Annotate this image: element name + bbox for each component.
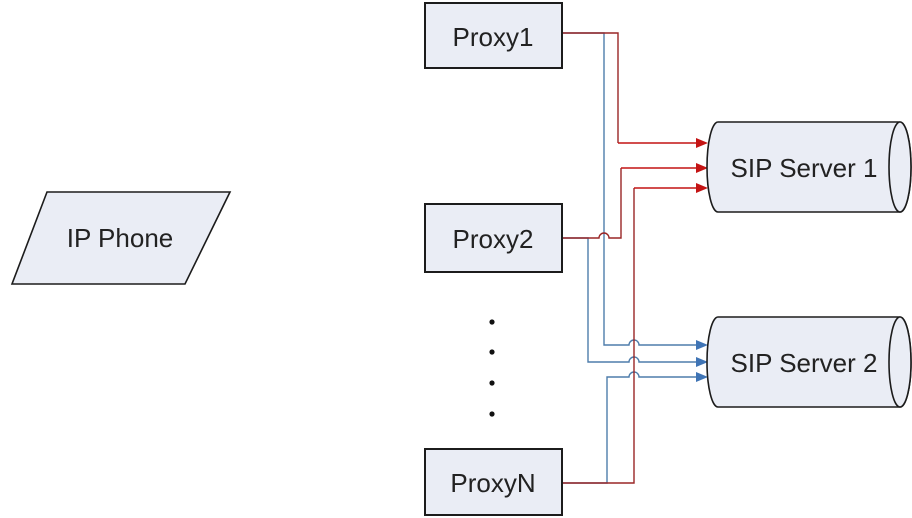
ip-phone-label: IP Phone	[67, 223, 174, 253]
server2-end-cap	[888, 316, 912, 408]
proxy1-shape	[424, 2, 563, 69]
connector-proxy1-server1	[562, 32, 619, 143]
ellipsis-dot	[489, 349, 495, 355]
ellipsis-dot	[489, 411, 495, 417]
ellipsis-dot	[489, 380, 495, 386]
blue-connectors	[562, 32, 696, 484]
connector-proxyN-server1	[562, 188, 635, 484]
arrowhead-blue-1	[696, 340, 708, 350]
connector-proxy1-server2	[562, 32, 696, 346]
ellipsis-dot	[489, 319, 495, 325]
arrowhead-blue-3	[696, 372, 708, 382]
red-connectors	[562, 32, 635, 484]
connector-proxy2-server1	[562, 168, 622, 239]
red-arrow-segments	[618, 142, 696, 189]
server1-label: SIP Server 1	[731, 153, 878, 183]
arrowhead-blue-2	[696, 357, 708, 367]
proxy2-shape	[424, 203, 563, 273]
server1-end-cap	[888, 121, 912, 213]
arrowhead-red-2	[696, 163, 708, 173]
proxy1-label: Proxy1	[453, 22, 534, 52]
ip-phone-shape	[10, 191, 232, 285]
node-labels: IP Phone Proxy1 Proxy2 ProxyN SIP Server…	[67, 22, 878, 498]
arrowhead-red-3	[696, 183, 708, 193]
red-arrowheads	[696, 138, 708, 193]
proxyN-label: ProxyN	[450, 468, 535, 498]
proxy-ellipsis-dots	[489, 319, 495, 417]
node-shapes	[10, 2, 912, 516]
proxyN-shape	[424, 448, 563, 516]
arrowhead-red-1	[696, 138, 708, 148]
connector-proxy2-server2	[562, 237, 696, 363]
connector-proxyN-server2	[562, 371, 696, 484]
blue-arrowheads	[696, 340, 708, 382]
proxy2-label: Proxy2	[453, 224, 534, 254]
server2-label: SIP Server 2	[731, 348, 878, 378]
